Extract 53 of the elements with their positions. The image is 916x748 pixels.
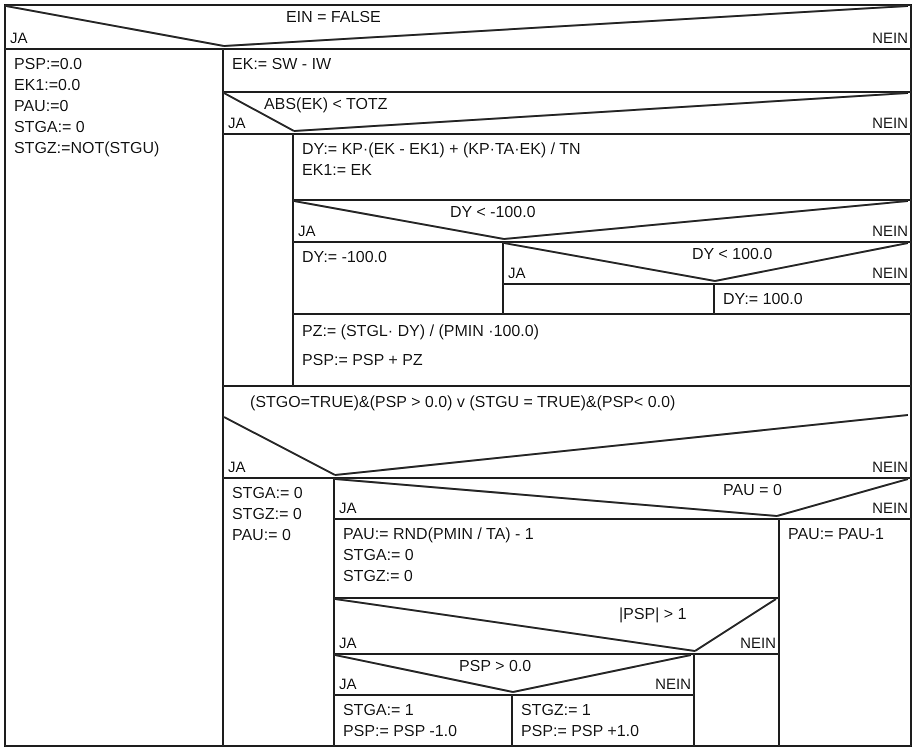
process-block bbox=[713, 283, 912, 315]
condition-text: ABS(EK) < TOTZ bbox=[264, 95, 388, 114]
condition-text: DY < -100.0 bbox=[450, 203, 536, 222]
statement-text: STGA:= 0 bbox=[343, 546, 415, 566]
statement-text: PAU:= PAU-1 bbox=[788, 525, 885, 545]
process-block bbox=[292, 241, 504, 315]
statement-text: STGZ:= 0 bbox=[232, 505, 303, 525]
no-label: NEIN bbox=[872, 500, 908, 517]
statement-text: PSP:= PSP + PZ bbox=[302, 351, 424, 371]
statement-text: STGZ:= 0 bbox=[343, 567, 414, 587]
no-label: NEIN bbox=[872, 223, 908, 240]
no-label: NEIN bbox=[872, 115, 908, 132]
statement-text: STGZ:= 1 bbox=[521, 701, 592, 721]
statement-text: DY:= -100.0 bbox=[302, 248, 388, 268]
statement-text: DY:= 100.0 bbox=[723, 290, 804, 310]
yes-label: JA bbox=[298, 223, 316, 240]
statement-text: STGA:= 1 bbox=[343, 701, 415, 721]
yes-label: JA bbox=[339, 500, 357, 517]
process-block bbox=[292, 313, 912, 387]
condition-text: PSP > 0.0 bbox=[459, 657, 532, 676]
yes-label: JA bbox=[228, 459, 246, 476]
statement-text: PAU:= RND(PMIN / TA) - 1 bbox=[343, 525, 535, 545]
statement-text: STGA:= 0 bbox=[14, 118, 86, 138]
no-label: NEIN bbox=[740, 635, 776, 652]
yes-label: JA bbox=[10, 30, 28, 47]
statement-text: PAU:= 0 bbox=[232, 526, 292, 546]
process-block bbox=[292, 133, 912, 201]
no-label: NEIN bbox=[872, 265, 908, 282]
statement-text: EK1:=0.0 bbox=[14, 76, 82, 96]
statement-text: STGZ:=NOT(STGU) bbox=[14, 139, 160, 159]
no-label: NEIN bbox=[872, 459, 908, 476]
condition-text: PAU = 0 bbox=[723, 481, 782, 500]
condition-text: EIN = FALSE bbox=[286, 8, 381, 27]
statement-text: EK1:= EK bbox=[302, 161, 373, 181]
no-label: NEIN bbox=[872, 30, 908, 47]
statement-text: PZ:= (STGL· DY) / (PMIN ·100.0) bbox=[302, 322, 540, 342]
statement-text: PSP:= PSP -1.0 bbox=[343, 722, 458, 742]
condition-text: |PSP| > 1 bbox=[619, 605, 686, 624]
yes-label: JA bbox=[339, 635, 357, 652]
yes-label: JA bbox=[339, 676, 357, 693]
statement-text: PAU:=0 bbox=[14, 97, 70, 117]
statement-text: EK:= SW - IW bbox=[232, 55, 332, 75]
statement-text: PSP:= PSP +1.0 bbox=[521, 722, 640, 742]
no-label: NEIN bbox=[655, 676, 691, 693]
yes-label: JA bbox=[228, 115, 246, 132]
statement-text: PSP:=0.0 bbox=[14, 55, 84, 75]
statement-text: DY:= KP·(EK - EK1) + (KP·TA·EK) / TN bbox=[302, 140, 582, 160]
process-block bbox=[778, 518, 912, 747]
yes-label: JA bbox=[508, 265, 526, 282]
process-block bbox=[4, 48, 224, 747]
statement-text: STGA:= 0 bbox=[232, 484, 304, 504]
condition-text: DY < 100.0 bbox=[692, 245, 772, 264]
condition-text: (STGO=TRUE)&(PSP > 0.0) v (STGU = TRUE)&(PSP< 0.0) bbox=[250, 393, 676, 412]
